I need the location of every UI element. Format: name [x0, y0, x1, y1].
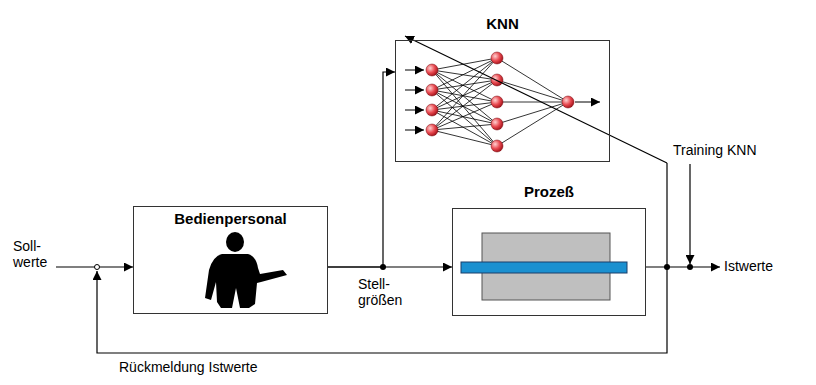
network-box: KNN [395, 40, 610, 162]
setpoint-line [54, 266, 133, 267]
net-link [432, 110, 497, 146]
net-link [432, 90, 497, 146]
net-link [497, 102, 568, 124]
node-title: Bedienpersonal [134, 207, 327, 227]
net-link [432, 58, 497, 90]
training-arrow [405, 36, 667, 163]
operator-silhouette [205, 232, 287, 308]
neuron [426, 124, 438, 136]
net-link [497, 58, 568, 102]
branch-dot [664, 264, 670, 270]
net-link [432, 90, 497, 102]
edge-label: Stell- größen [357, 276, 411, 308]
neuron [491, 96, 503, 108]
node-title: KNN [396, 15, 609, 32]
net-link [432, 58, 497, 130]
setpoint-label: Soll- werte [12, 238, 56, 270]
net-output-arrow [575, 102, 600, 103]
neuron [426, 104, 438, 116]
net-link [432, 124, 497, 130]
feedback-label: Rückmeldung Istwerte [118, 359, 259, 375]
actual-value-label: Istwerte [723, 258, 774, 274]
neural-net-icon [405, 52, 600, 152]
net-link [432, 130, 497, 146]
net-input-arrow [405, 70, 424, 71]
feedback-line [97, 267, 667, 353]
net-link [432, 58, 497, 70]
process-bar [461, 262, 627, 273]
sum-junction [95, 265, 100, 270]
net-link [432, 70, 497, 146]
operator-box: Bedienpersonal [133, 206, 328, 314]
signal-arrow [328, 72, 395, 267]
net-link [432, 102, 497, 130]
training-line [666, 163, 667, 267]
training-label: Training KNN [672, 142, 758, 158]
net-link [497, 102, 568, 103]
neuron [491, 52, 503, 64]
neuron [491, 140, 503, 152]
knn-output-line [689, 164, 690, 264]
branch-dot [687, 264, 693, 270]
neuron [491, 118, 503, 130]
output-line [646, 266, 720, 267]
net-link [497, 102, 568, 146]
neuron [426, 84, 438, 96]
neuron [562, 96, 574, 108]
process-box: Prozeß [452, 208, 646, 316]
net-link [432, 80, 497, 90]
net-link [432, 58, 497, 110]
net-link [497, 80, 568, 102]
net-input-arrow [405, 130, 424, 131]
net-input-arrow [405, 110, 424, 111]
net-link [432, 80, 497, 130]
net-input-arrow [405, 90, 424, 91]
neuron [426, 64, 438, 76]
node-title: Prozeß [453, 183, 645, 200]
net-link [432, 110, 497, 124]
